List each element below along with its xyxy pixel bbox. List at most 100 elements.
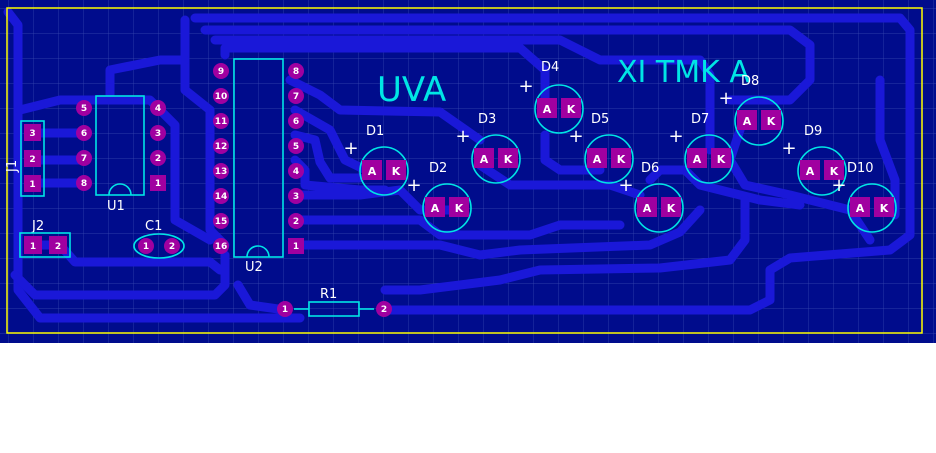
led-ref: D7 [691, 112, 709, 127]
led-anode-pad [474, 148, 494, 168]
u2-pin: 15 [215, 217, 228, 227]
led-outline [471, 134, 521, 184]
led-outline [734, 96, 784, 146]
led-outline [847, 183, 897, 233]
led-anode-label: A [480, 153, 489, 166]
j1-ref: J1 [5, 160, 20, 173]
pcb-layout: J1 3 2 1 J2 1 2 U1 5 6 7 8 4 3 2 1 [0, 0, 936, 343]
led-ref: D9 [804, 124, 822, 139]
led-outline [422, 183, 472, 233]
u2-pin: 8 [293, 67, 299, 77]
led-cathode-label: K [667, 202, 676, 215]
u1-pin: 3 [155, 129, 161, 139]
led-anode-label: A [543, 103, 552, 116]
u1-pin: 5 [81, 104, 87, 114]
led-cathode-pad [498, 148, 518, 168]
led-anode-label: A [693, 153, 702, 166]
board-label-left: UVA [377, 70, 446, 110]
led-anode-label: A [806, 165, 815, 178]
u2-pin: 6 [293, 117, 299, 127]
capacitor-c1: C1 1 2 [133, 219, 185, 259]
led-cathode-pad [611, 148, 631, 168]
u2-pin: 4 [293, 167, 299, 177]
led-cathode-label: K [767, 115, 776, 128]
led-cathode-label: K [880, 202, 889, 215]
u2-pin: 11 [215, 117, 228, 127]
led-anode-label: A [743, 115, 752, 128]
board-outline [6, 7, 923, 334]
led-anode-pad [687, 148, 707, 168]
led-polarity-mark: + [668, 126, 683, 147]
j2-ref: J2 [31, 219, 44, 234]
led-cathode-pad [711, 148, 731, 168]
led-cathode-pad [761, 110, 781, 130]
connector-j2: J2 1 2 [19, 219, 71, 258]
led-outline [797, 146, 847, 196]
resistor-r1: R1 1 2 [277, 287, 392, 317]
led-outline [584, 134, 634, 184]
ic-u2: U2 9 10 11 12 13 14 15 16 8 7 6 5 4 3 2 … [213, 58, 304, 275]
led-anode-label: A [431, 202, 440, 215]
u1-pin: 6 [81, 129, 87, 139]
led-polarity-mark: + [781, 138, 796, 159]
led-polarity-mark: + [718, 88, 733, 109]
r1-ref: R1 [320, 287, 337, 302]
led-cathode-pad [824, 160, 844, 180]
u1-left-pins: 5 6 7 8 [76, 100, 92, 191]
c1-pin: 1 [143, 242, 149, 252]
ic-u1: U1 5 6 7 8 4 3 2 1 [76, 95, 166, 214]
led-cathode-label: K [392, 165, 401, 178]
led-anode-pad [800, 160, 820, 180]
led-cathode-label: K [830, 165, 839, 178]
u2-pin: 1 [293, 242, 299, 252]
led-outline [634, 183, 684, 233]
u2-pin: 7 [293, 92, 299, 102]
u1-ref: U1 [107, 199, 125, 214]
led-ref: D10 [847, 161, 874, 176]
led-ref: D2 [429, 161, 447, 176]
led-outline [359, 146, 409, 196]
led-anode-pad [850, 197, 870, 217]
u2-pin: 12 [215, 142, 228, 152]
led-ref: D3 [478, 112, 496, 127]
u2-pin: 5 [293, 142, 299, 152]
led-outline [534, 84, 584, 134]
led-anode-pad [362, 160, 382, 180]
c1-pin: 2 [169, 242, 175, 252]
led-polarity-mark: + [343, 138, 358, 159]
led-ref: D4 [541, 60, 559, 75]
u2-pin: 13 [215, 167, 228, 177]
j1-pin: 3 [29, 129, 35, 139]
u2-pin: 2 [293, 217, 299, 227]
led-anode-label: A [593, 153, 602, 166]
led-cathode-label: K [455, 202, 464, 215]
j1-pin: 2 [29, 155, 35, 165]
led-cathode-label: K [504, 153, 513, 166]
led-polarity-mark: + [518, 76, 533, 97]
j2-pin: 1 [30, 242, 36, 252]
u2-pin: 14 [215, 192, 228, 202]
led-cathode-label: K [717, 153, 726, 166]
u2-pin: 9 [218, 67, 224, 77]
j1-pin: 1 [29, 180, 35, 190]
u2-right-pins: 8 7 6 5 4 3 2 1 [288, 63, 304, 254]
led-polarity-mark: + [618, 175, 633, 196]
led-ref: D6 [641, 161, 659, 176]
led-d7: A K + D7 [668, 112, 734, 184]
led-cathode-pad [449, 197, 469, 217]
u1-pin: 1 [155, 179, 161, 189]
r1-pin: 2 [381, 305, 387, 315]
led-anode-label: A [368, 165, 377, 178]
connector-j1: J1 3 2 1 [5, 120, 45, 197]
led-cathode-pad [661, 197, 681, 217]
c1-ref: C1 [145, 219, 162, 234]
led-outline [684, 134, 734, 184]
led-anode-label: A [643, 202, 652, 215]
u1-pin: 2 [155, 154, 161, 164]
led-polarity-mark: + [455, 126, 470, 147]
led-polarity-mark: + [568, 126, 583, 147]
